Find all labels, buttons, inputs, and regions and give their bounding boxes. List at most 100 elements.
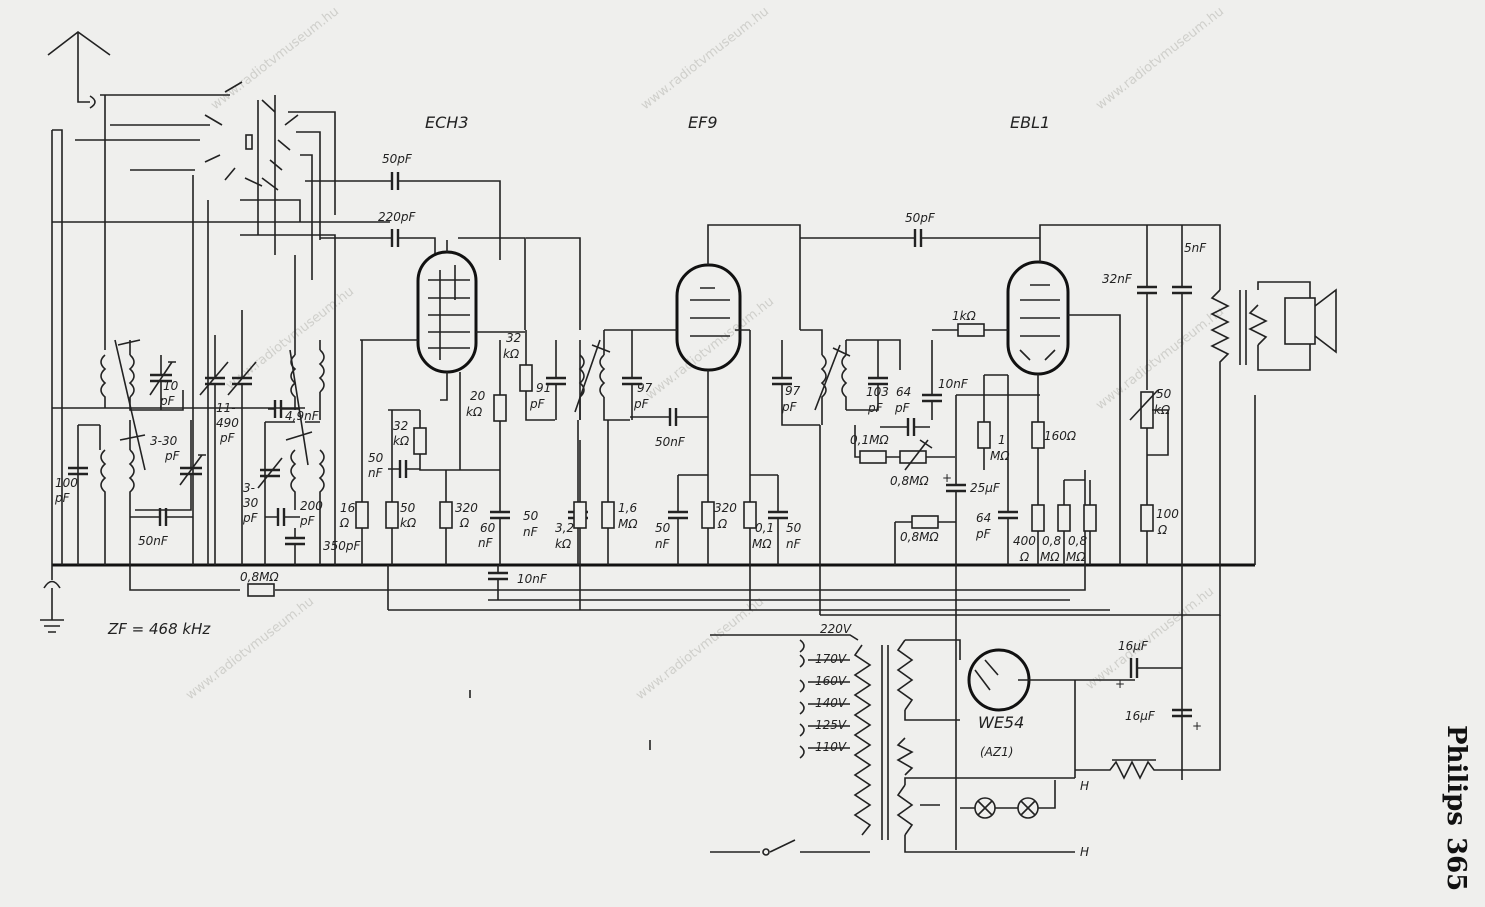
tube-label-ebl1: EBL1 — [1010, 113, 1050, 132]
label-c-50n-f: 50 — [786, 521, 802, 535]
label-c-32n: 32nF — [1102, 272, 1133, 286]
label-r-1m: 1 — [998, 433, 1006, 447]
label-c-11-490b: 490 — [216, 416, 239, 430]
heater-mark: H — [1080, 845, 1089, 859]
capacitor-50pf-top — [305, 172, 501, 260]
label-r-400: 400 — [1013, 534, 1036, 548]
label-c-11-490-unit: pF — [219, 431, 236, 445]
tube-ebl1 — [1000, 224, 1221, 565]
watermark: www.radiotvmuseum.hu — [643, 294, 777, 403]
label-c-3-30-unit: pF — [164, 449, 181, 463]
label-r-50k-unit: kΩ — [400, 516, 417, 530]
label-r-320-b-unit: Ω — [717, 517, 728, 531]
tube-label-ef9: EF9 — [688, 113, 718, 132]
label-c-60n-unit: nF — [478, 536, 494, 550]
tap-label: 170V — [815, 652, 847, 666]
potentiometer-50k — [1129, 389, 1169, 505]
tap-label: 160V — [815, 674, 847, 688]
resistor-1m — [977, 375, 991, 470]
capacitor-10nf-a — [488, 565, 508, 600]
label-c-64p-b: 64 — [976, 511, 991, 525]
speaker — [1284, 288, 1337, 354]
resistor-0-8m-d — [1083, 480, 1097, 565]
capacitor-103pf — [846, 340, 888, 411]
heater-mark: H — [1080, 779, 1089, 793]
label-r-0-8m-d-unit: MΩ — [1066, 550, 1086, 564]
label-r-0-8m-pot: 0,8MΩ — [890, 474, 929, 488]
label-r-100: 100 — [1156, 507, 1179, 521]
capacitor-60nf — [490, 470, 510, 565]
resistor-0-1m-b — [854, 425, 900, 464]
capacitor-50nf-a — [130, 508, 193, 526]
resistor-1k — [932, 323, 1000, 337]
capacitor-350pf — [285, 528, 305, 565]
tap-label: 125V — [815, 718, 847, 732]
output-transformer — [1190, 281, 1311, 616]
capacitor-50nf-f — [750, 474, 788, 565]
capacitor-50pf-ebl — [800, 229, 1040, 247]
watermark: www.radiotvmuseum.hu — [638, 4, 772, 113]
capacitor-32nf — [1137, 225, 1157, 390]
label-c-91p: 91 — [536, 381, 551, 395]
watermark: www.radiotvmuseum.hu — [1093, 4, 1227, 113]
secondary-windings — [896, 639, 1075, 853]
connector-line — [469, 690, 651, 750]
label-c-100p: 100 — [55, 476, 78, 490]
label-c-64p-a: 64 — [896, 385, 911, 399]
label-r-320-a-unit: Ω — [459, 516, 470, 530]
label-r-1-6m-unit: MΩ — [618, 517, 638, 531]
label-c-50n-c: 50nF — [655, 435, 686, 449]
label-c-50p-ebl: 50pF — [905, 211, 936, 225]
capacitor-64pf-a — [880, 418, 930, 436]
label-r-100-unit: Ω — [1157, 523, 1168, 537]
label-r-0-1m-b: 0,1MΩ — [850, 433, 889, 447]
dial-lamps — [960, 780, 1056, 819]
if-frequency-note: ZF = 468 kHz — [107, 620, 211, 638]
label-r-32k-b-unit: kΩ — [503, 347, 520, 361]
label-r-160: 160Ω — [1044, 429, 1077, 443]
label-c-103p: 103 — [866, 385, 889, 399]
label-c-64p-a-unit: pF — [894, 401, 911, 415]
wave-band-switch — [51, 81, 390, 565]
tube-ef9 — [660, 224, 801, 470]
tube-we54 — [967, 648, 1135, 778]
label-c-50n-d: 50 — [523, 509, 539, 523]
label-r-320-b: 320 — [714, 501, 737, 515]
label-c-350p: 350pF — [323, 539, 362, 553]
label-r-400-unit: Ω — [1019, 550, 1030, 564]
capacitor-64pf-b — [984, 374, 1018, 565]
label-c-4-9n: 4,9nF — [285, 409, 320, 423]
label-r-20k: 20 — [470, 389, 486, 403]
resistor-0-8m-b — [894, 515, 956, 565]
label-c-50n-d-unit: nF — [523, 525, 539, 539]
label-c-11-490: 11- — [216, 401, 236, 415]
label-c-64p-b-unit: pF — [975, 527, 992, 541]
plus-mark: + — [1115, 677, 1125, 691]
resistor-16 — [355, 340, 369, 565]
watermark: www.radiotvmuseum.hu — [183, 594, 317, 703]
label-c-16u-b: 16µF — [1125, 709, 1156, 723]
ground-bus — [40, 563, 1255, 633]
label-c-50n-a: 50nF — [138, 534, 169, 548]
rectifier-alt-label: (AZ1) — [980, 745, 1013, 759]
label-c-97p-a: 97 — [637, 381, 653, 395]
brand-name: Philips — [1441, 725, 1471, 826]
label-c-103p-unit: pF — [867, 401, 884, 415]
capacitor-16uf-b — [1172, 708, 1192, 718]
resistor-50k — [385, 410, 399, 610]
capacitor-97pf-a — [622, 330, 642, 420]
resistor-1-6m — [601, 420, 615, 565]
label-c-10n-b: 10nF — [517, 572, 548, 586]
capacitor-3-30pf-trimmer — [135, 420, 206, 511]
label-c-50n-f-unit: nF — [786, 537, 802, 551]
tuning-capacitor-gang — [199, 310, 257, 565]
label-r-32k-b: 32 — [506, 331, 521, 345]
capacitor-200pf — [265, 508, 300, 526]
label-c-220p: 220pF — [378, 210, 417, 224]
resistor-400 — [1031, 504, 1045, 565]
filter-resistor — [1075, 615, 1221, 780]
capacitor-50nf-c — [630, 408, 708, 426]
label-c-50n-b: 50 — [368, 451, 384, 465]
